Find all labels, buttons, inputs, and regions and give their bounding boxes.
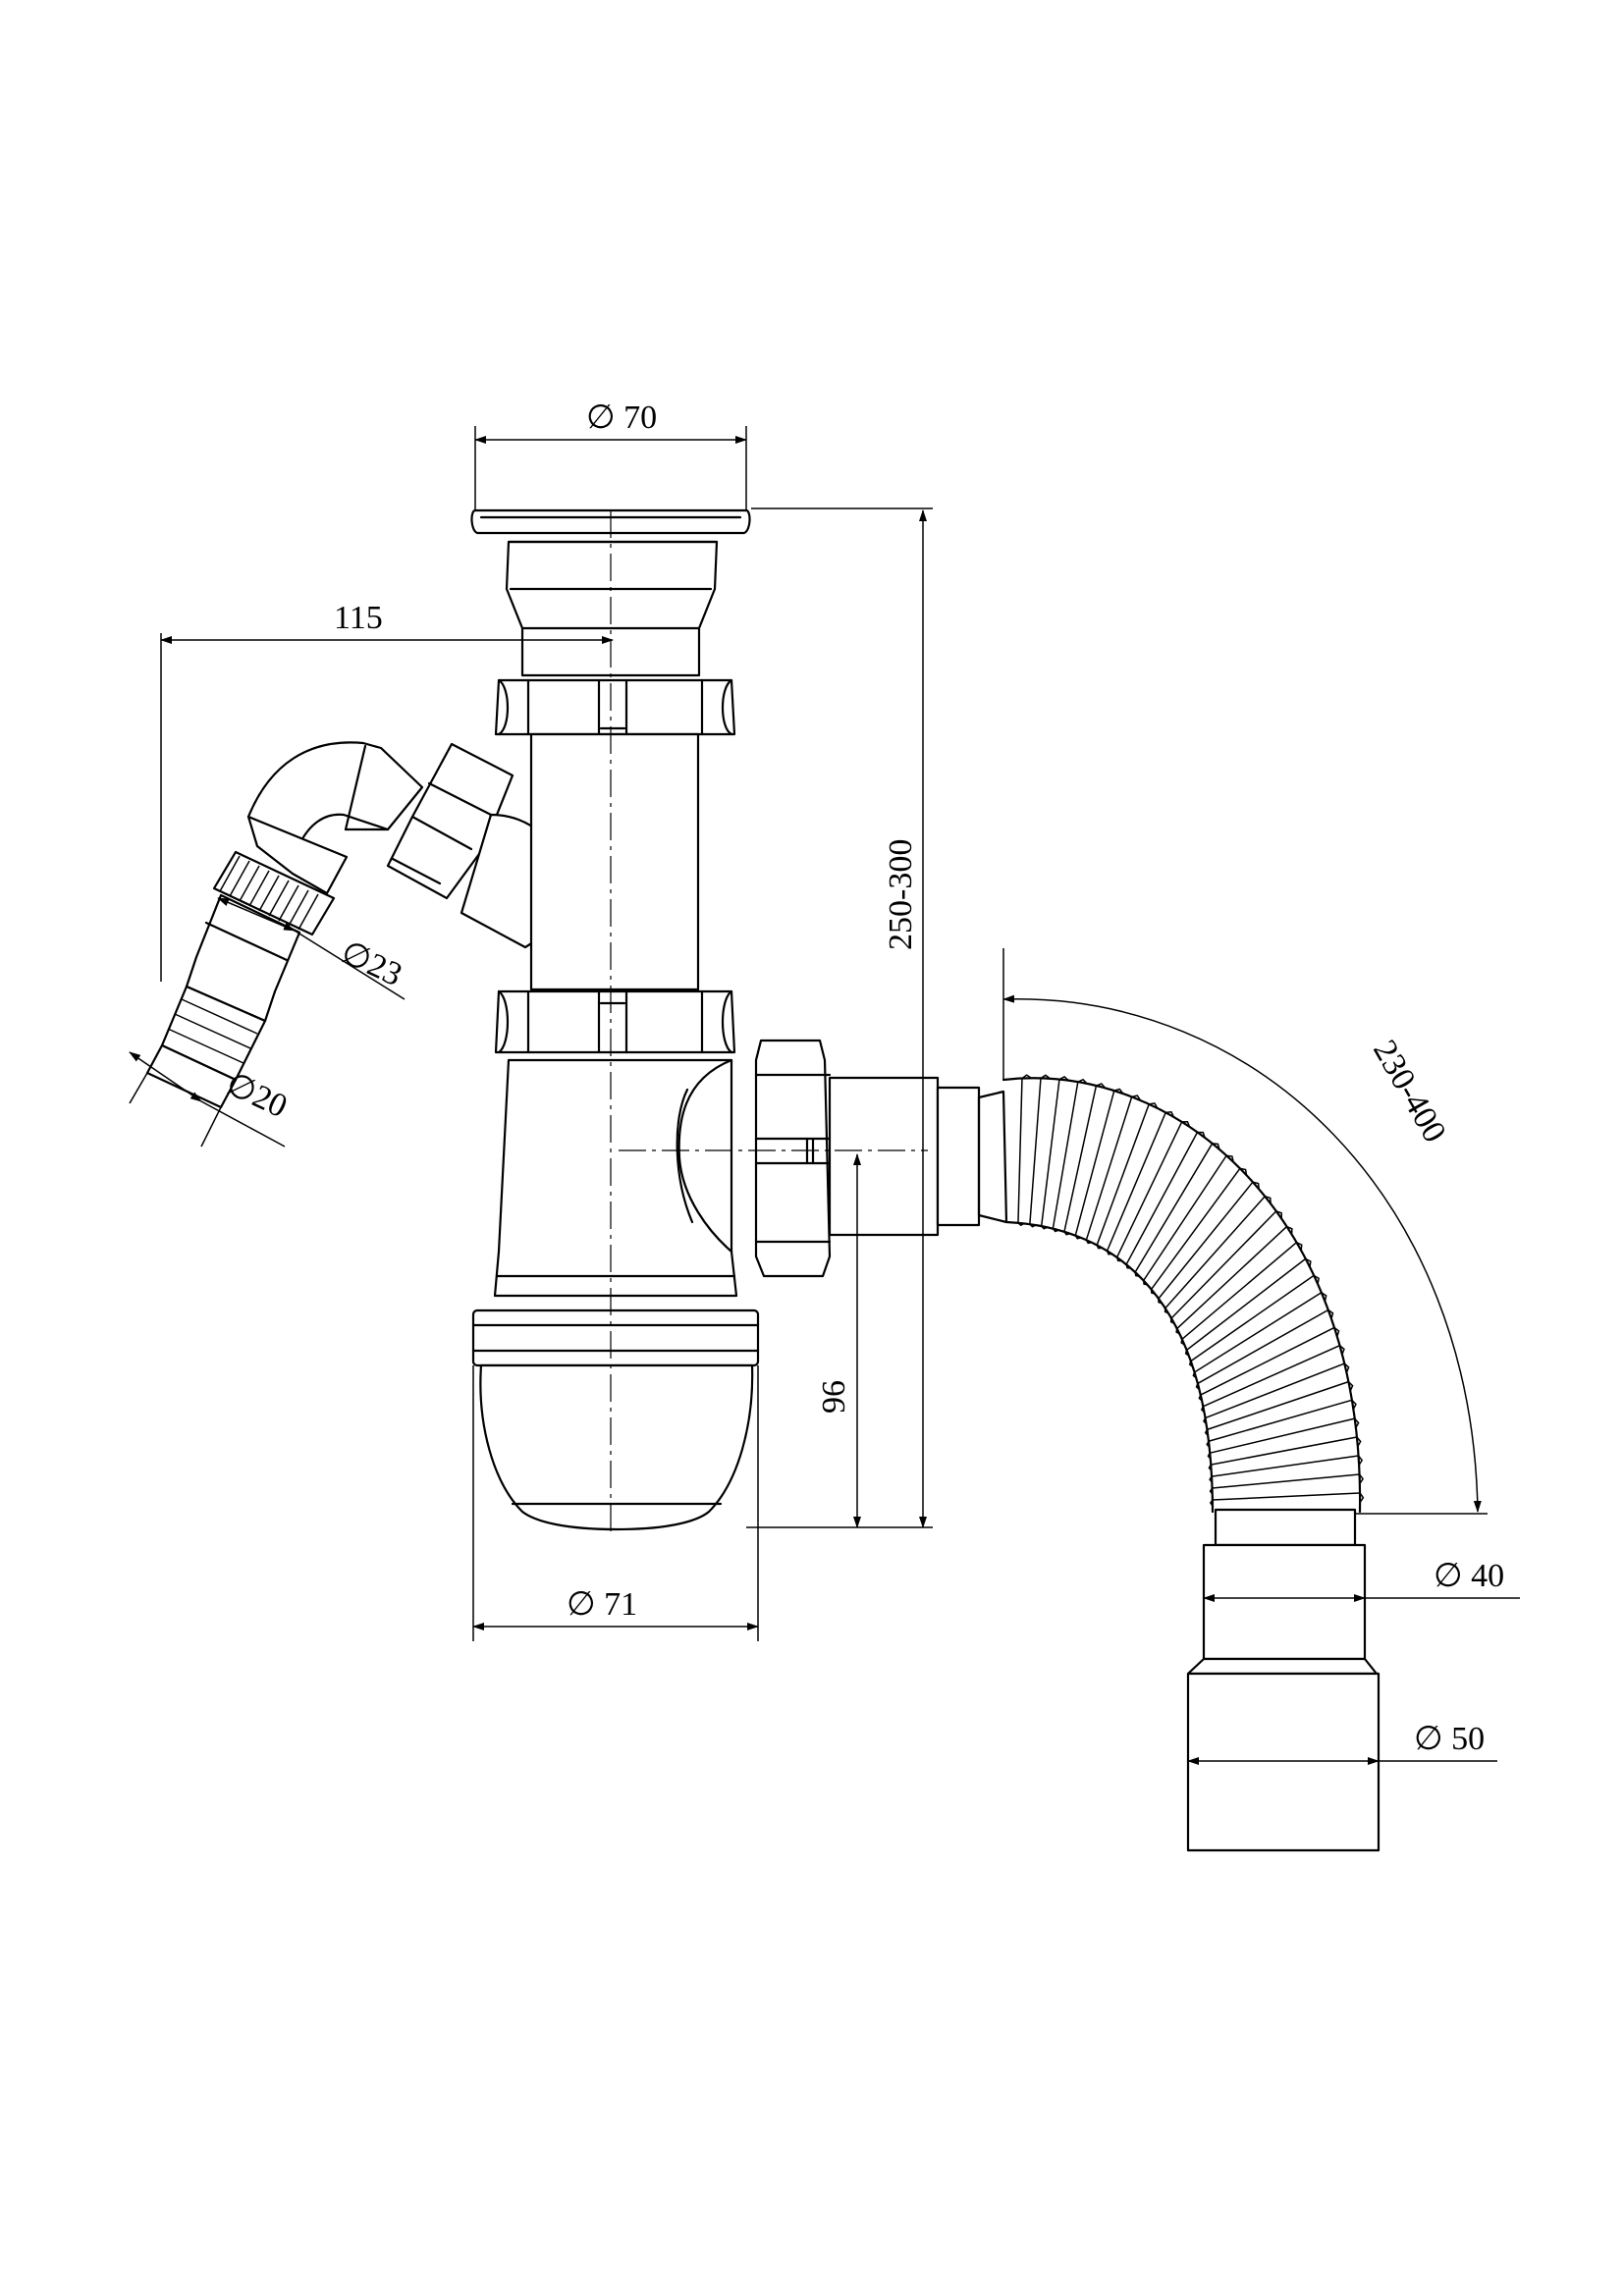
side-hose-inner-label: ∅20 (221, 1066, 293, 1125)
corrugation-zigzag (1175, 1225, 1293, 1335)
corrugation-zigzag (1041, 1076, 1069, 1230)
corrugation-zigzag (1207, 1417, 1360, 1460)
center-lines (610, 510, 928, 1531)
corrugation-rib (1063, 1085, 1098, 1232)
bottle-bottom-cup (479, 1363, 754, 1531)
lower-union-nut (494, 989, 736, 1054)
total-height-label: 250-300 (883, 839, 919, 950)
dim-outlet-diameter-40: ∅ 40 (1203, 1558, 1520, 1602)
dim-inlet-diameter: ∅ 70 (474, 400, 747, 510)
dim-side-offset: 115 (160, 600, 614, 982)
corrugation-rib (1194, 1292, 1323, 1373)
outlet-adapter-40 (1202, 1508, 1367, 1661)
corrugation-rib (1212, 1492, 1361, 1501)
bottle-diameter-label: ∅ 71 (567, 1586, 637, 1623)
dim-outlet-height: 96 (816, 1153, 861, 1528)
corrugation-rib (1164, 1196, 1266, 1309)
outlet-diameter-50-label: ∅ 50 (1414, 1721, 1485, 1757)
corrugation-rib (1197, 1308, 1329, 1385)
corrugation-rib (1190, 1274, 1315, 1362)
corrugation-rib (1017, 1078, 1023, 1223)
corrugation-zigzag (1184, 1257, 1312, 1357)
corrugation-zigzag (1150, 1167, 1248, 1295)
corrugation-rib (1211, 1436, 1358, 1466)
corrugation-zigzag (1200, 1345, 1345, 1414)
corrugation-rib (1211, 1455, 1359, 1477)
outlet-adapter-50 (1186, 1657, 1380, 1852)
corrugation-zigzag (1106, 1110, 1175, 1255)
corrugation-rib (1208, 1399, 1353, 1442)
dim-bottle-diameter: ∅ 71 (472, 1365, 759, 1641)
corrugation-zigzag (1195, 1308, 1334, 1390)
corrugation-rib (1150, 1167, 1241, 1290)
corrugation-zigzag (1158, 1181, 1260, 1305)
corrugation-rib (1134, 1143, 1214, 1273)
corrugation-zigzag (1188, 1274, 1320, 1367)
dim-outlet-diameter-50: ∅ 50 (1187, 1721, 1497, 1765)
horizontal-outlet-stub (828, 1076, 1008, 1237)
flex-length-label: 230-400 (1366, 1035, 1453, 1149)
corrugation-zigzag (1209, 1455, 1364, 1483)
corrugation-rib (1106, 1112, 1166, 1252)
corrugation-zigzag (1169, 1210, 1282, 1324)
corrugation-zigzag (1085, 1095, 1142, 1245)
upper-union-nut (494, 678, 736, 736)
bottle-trap-body (493, 1058, 738, 1298)
side-offset-label: 115 (334, 600, 383, 636)
corrugation-zigzag (1074, 1088, 1124, 1240)
side-hose-outer-label: ∅23 (336, 934, 407, 993)
corrugation-zigzag (1063, 1083, 1107, 1236)
corrugation-rib (1029, 1078, 1042, 1225)
bottle-cap-collar (471, 1308, 760, 1367)
vertical-pipe (529, 732, 700, 991)
top-inlet-cup (505, 540, 719, 677)
corrugation-rib (1200, 1326, 1335, 1396)
outlet-union-nut (754, 1039, 832, 1278)
corrugation-rib (1210, 1417, 1355, 1454)
corrugation-rib (1125, 1132, 1199, 1265)
corrugation-rib (1212, 1473, 1360, 1489)
corrugation-rib (1186, 1257, 1307, 1351)
corrugation-zigzag (1164, 1196, 1272, 1314)
corrugation-zigzag (1180, 1242, 1303, 1346)
inlet-diameter-label: ∅ 70 (586, 400, 657, 436)
corrugation-zigzag (1198, 1326, 1340, 1402)
dim-total-height: 250-300 (746, 507, 933, 1528)
corrugation-zigzag (1209, 1473, 1364, 1495)
corrugation-rib (1170, 1210, 1277, 1319)
outlet-diameter-40-label: ∅ 40 (1434, 1558, 1504, 1594)
flexible-corrugated-hose (1001, 1074, 1365, 1514)
corrugation-zigzag (1203, 1362, 1350, 1424)
corrugation-zigzag (1134, 1143, 1220, 1277)
corrugation-rib (1158, 1181, 1254, 1300)
outlet-height-label: 96 (816, 1380, 852, 1414)
